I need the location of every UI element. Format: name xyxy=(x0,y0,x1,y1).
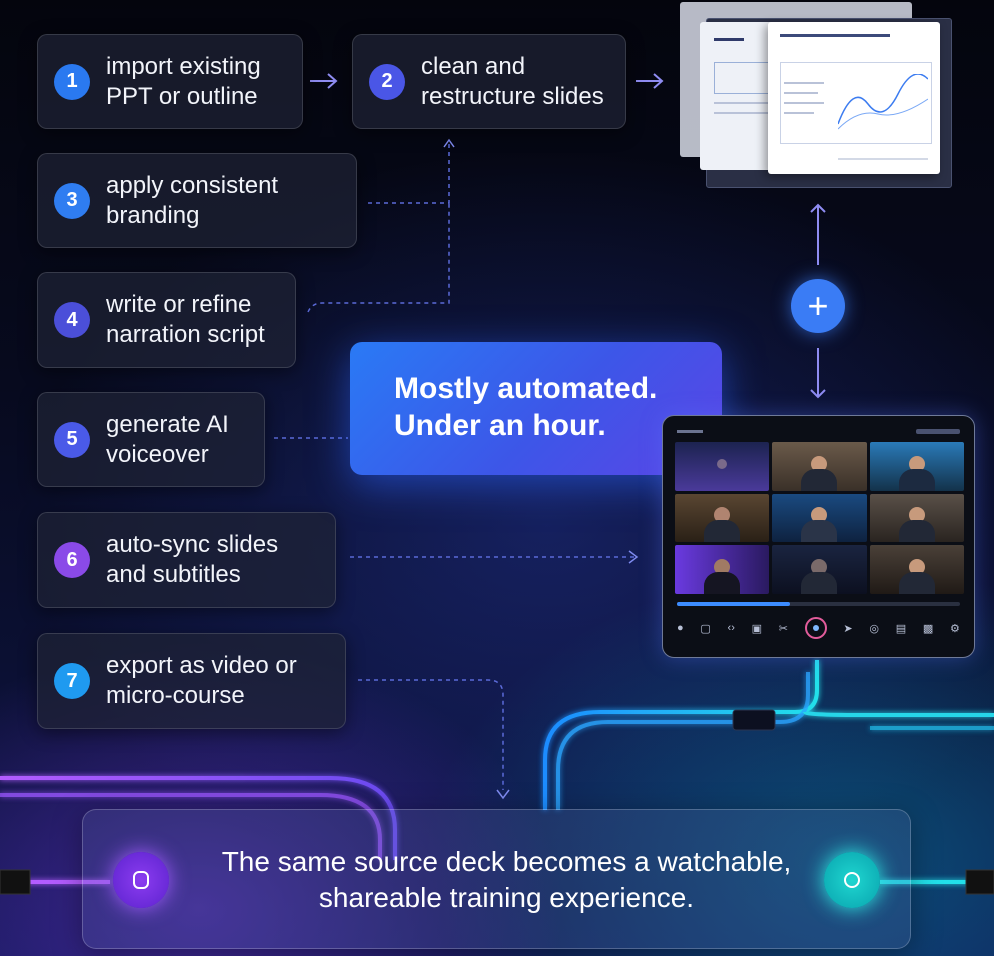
scissors-icon[interactable]: ✂ xyxy=(778,622,788,635)
settings-icon[interactable]: ⚙ xyxy=(950,622,960,635)
step-number-badge: 1 xyxy=(54,63,90,100)
cable-tablet-b xyxy=(556,672,810,810)
cable-right xyxy=(803,710,994,717)
cable-left-lower xyxy=(0,793,382,860)
video-tile[interactable] xyxy=(869,545,964,594)
cable-connector xyxy=(732,709,776,731)
copy-icon[interactable]: ▢ xyxy=(700,622,711,635)
caption-icon[interactable]: ▤ xyxy=(895,622,907,635)
plug-right xyxy=(965,869,994,895)
dash-3-arrowhead xyxy=(443,138,455,148)
callout-line-2: Under an hour. xyxy=(394,409,606,442)
video-tile[interactable] xyxy=(675,442,770,491)
code-icon[interactable]: ‹› xyxy=(727,622,735,634)
dash-6-arrowhead xyxy=(628,550,639,564)
video-tile[interactable] xyxy=(869,493,964,543)
play-button[interactable] xyxy=(804,617,827,639)
arrow-2-to-docs xyxy=(636,73,664,89)
arrow-plus-up xyxy=(810,203,826,265)
source-node-icon xyxy=(113,852,169,908)
slide-deck-illustration xyxy=(680,2,952,188)
callout-line-1: Mostly automated. xyxy=(394,372,658,405)
step-number-badge: 2 xyxy=(369,63,405,100)
dash-3-to-2 xyxy=(368,140,450,204)
cable-left-upper xyxy=(0,776,397,860)
arrow-1-to-2 xyxy=(310,73,338,89)
image-icon[interactable]: ▩ xyxy=(922,622,934,635)
step-number-badge: 3 xyxy=(54,182,90,219)
video-controls: ● ▢ ‹› ▣ ✂ ➤ ◎ ▤ ▩ ⚙ xyxy=(677,616,960,640)
dash-7-to-summary xyxy=(358,679,504,790)
arrow-plus-down xyxy=(810,348,826,399)
step-number-badge: 4 xyxy=(54,302,90,338)
video-tile[interactable] xyxy=(869,442,964,491)
summary-text: The same source deck becomes a watchable… xyxy=(221,846,792,913)
video-tablet: ● ▢ ‹› ▣ ✂ ➤ ◎ ▤ ▩ ⚙ xyxy=(662,415,975,658)
plug-left xyxy=(0,869,31,895)
output-node-icon xyxy=(824,852,880,908)
window-icon[interactable]: ▣ xyxy=(751,622,762,635)
video-tile[interactable] xyxy=(772,493,867,543)
mic-icon[interactable]: ● xyxy=(677,622,684,634)
dash-4-to-2 xyxy=(307,200,450,313)
share-icon[interactable]: ◎ xyxy=(869,622,879,635)
slide-sheet-front xyxy=(768,22,940,174)
tablet-toolbar xyxy=(677,426,960,440)
video-progress-bar[interactable] xyxy=(677,602,960,606)
video-tile[interactable] xyxy=(772,545,867,594)
video-tile[interactable] xyxy=(772,442,867,491)
step-number-badge: 6 xyxy=(54,542,90,578)
dash-7-arrowhead xyxy=(496,789,510,800)
video-tile[interactable] xyxy=(675,545,770,594)
summary-banner: The same source deck becomes a watchable… xyxy=(82,809,911,949)
step-number-badge: 7 xyxy=(54,663,90,699)
video-grid xyxy=(675,442,964,594)
plus-icon[interactable]: + xyxy=(791,279,845,333)
automation-callout: Mostly automated. Under an hour. xyxy=(350,342,722,475)
cable-tablet-a xyxy=(543,660,819,810)
step-number-badge: 5 xyxy=(54,421,90,458)
video-tile[interactable] xyxy=(675,493,770,543)
cursor-icon[interactable]: ➤ xyxy=(843,622,853,635)
